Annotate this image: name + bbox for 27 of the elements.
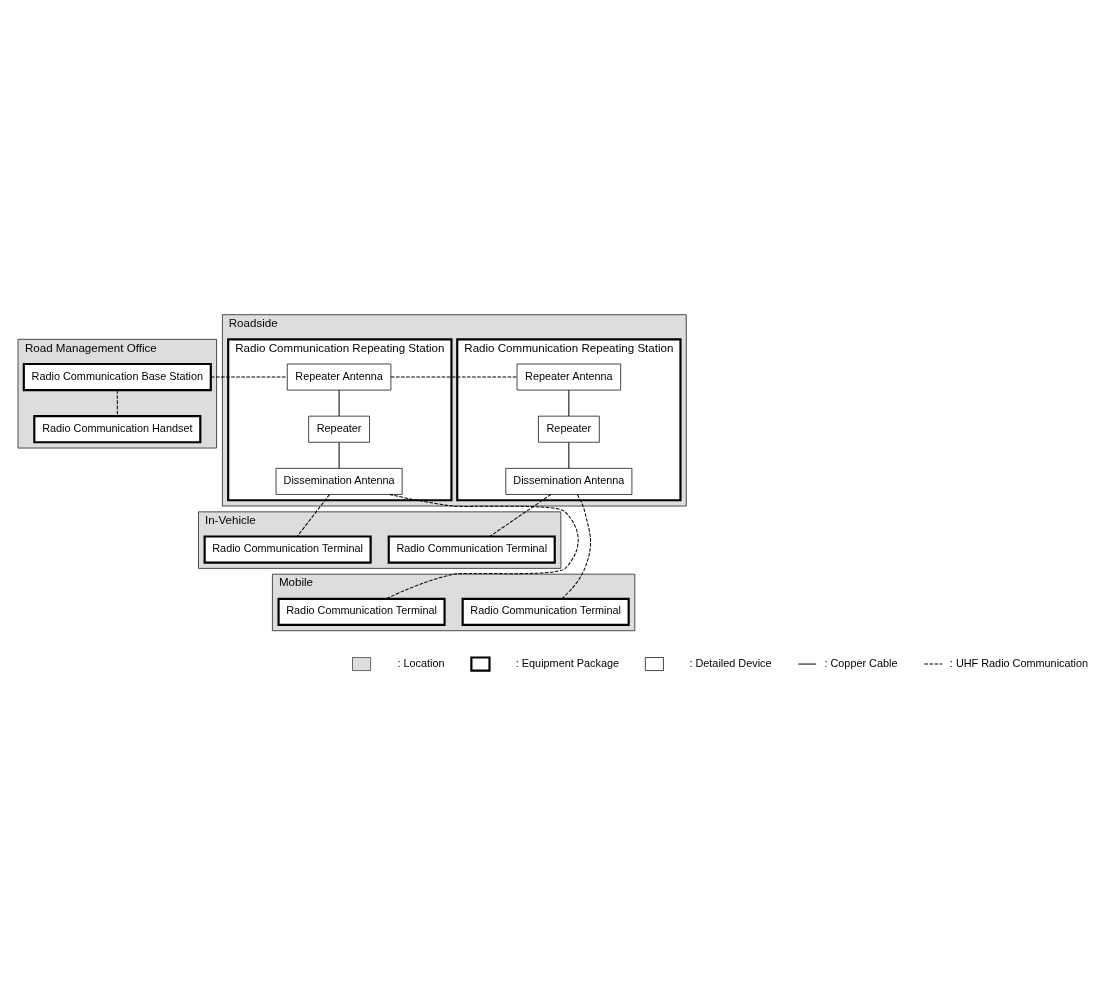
connector [210,376,288,378]
legend-label: : Location [397,656,445,669]
connector [296,493,330,537]
connector [489,493,552,537]
node-box: Radio Communication Handset [33,414,202,443]
legend-label: : Detailed Device [689,656,772,669]
node-box: Repeater Antenna [286,363,392,390]
connector [568,389,570,417]
node-box: Radio Communication Base Station [22,362,212,391]
legend-label: : UHF Radio Communication [949,656,1089,669]
node-box: Radio Communication Terminal [203,534,372,564]
connector [338,441,340,469]
node-box: Repeater Antenna [516,363,622,390]
node-box: Radio Communication Terminal [277,597,446,626]
connector [116,389,118,417]
node-box: Dissemination Antenna [275,467,403,495]
node-box: Radio Communication Terminal [461,597,630,626]
legend-label: : Equipment Package [515,656,620,669]
connector [338,389,340,417]
node-box: Radio Communication Terminal [387,534,556,564]
connector [561,493,592,599]
node-box: Dissemination Antenna [505,467,633,495]
connector [390,376,518,378]
node-box: Repeater [308,415,370,443]
connector [568,441,570,469]
node-box: Repeater [538,415,600,443]
legend-label: : Copper Cable [824,656,898,669]
